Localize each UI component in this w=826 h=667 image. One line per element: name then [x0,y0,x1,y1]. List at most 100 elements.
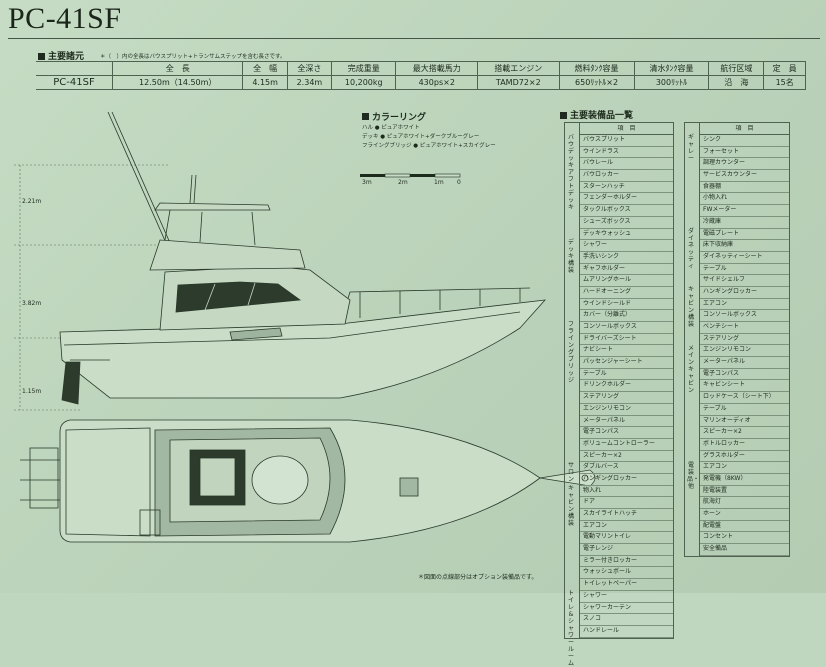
equipment-category-label: バウデッキ [567,134,574,169]
color-ring-hull: ハル ● ピュアホワイト [362,125,420,131]
equipment-heading: 主要装備品一覧 [560,108,633,121]
equipment-category-label: デッキ構装 [567,239,574,275]
equipment-item: ホーン [700,509,789,521]
color-ring-heading: カラーリング [362,112,496,124]
equipment-item: サイドシェルフ [700,275,789,287]
equipment-item: スカイライトハッチ [580,509,673,521]
equipment-item: コンソールボックス [700,310,789,322]
equipment-item: テーブル [700,264,789,276]
equipment-item: エンジンリモコン [580,404,673,416]
equipment-item: シューズボックス [580,217,673,229]
equipment-item: 安全備品 [700,544,789,556]
equipment-item: グラスホルダー [700,451,789,463]
equipment-table-left: 項 目バウスプリットウインドラスバウレールバウロッカースターンハッチフェンダーホ… [564,122,674,667]
equipment-item: ハンドレール [580,626,673,638]
equipment-item: ミラー付きロッカー [580,556,673,568]
equipment-item: エアコン [700,299,789,311]
equipment-item: 電子コンパス [580,427,673,439]
spec-value-cell: 12.50m（14.50m） [111,75,244,90]
equipment-item: メーターパネル [580,416,673,428]
dimension-label-middle: 3.82m [22,300,42,307]
equipment-item: ドライバーズシート [580,334,673,346]
spec-heading-label: 主要諸元 [48,52,85,62]
hull-side [59,299,547,399]
equipment-item: ムアリングホール [580,275,673,287]
equipment-item: ボリュームコントローラー [580,439,673,451]
color-ring-flybridge: フライングブリッジ ● ピュアホワイト+スカイグレー [362,143,496,149]
square-bullet-icon [38,53,45,60]
equipment-item: 発電機（8KW） [700,474,789,486]
equipment-item: ギャフホルダー [580,264,673,276]
equipment-item: 配電盤 [700,521,789,533]
equipment-item: デッキウォッシュ [580,229,673,241]
equipment-item: ダイネッティーシート [700,252,789,264]
equipment-item: ドア [580,497,673,509]
equipment-category-label: フライングブリッジ [567,321,574,385]
equipment-item: トイレットペーパー [580,579,673,591]
equipment-item: ダブルバース [580,462,673,474]
spec-value-cell: TAMD72×2 [477,75,560,90]
equipment-item: スノコ [580,614,673,626]
scale-label: 3m [362,179,372,186]
equipment-item: テーブル [700,404,789,416]
equipment-item: ドリンクホルダー [580,380,673,393]
spec-value-cell: 300ﾘｯﾄﾙ [633,75,710,90]
equipment-item: タックルボックス [580,205,673,217]
spec-value-row: PC-41SF 12.50m（14.50m） 4.15m 2.34m 10,20… [36,75,806,90]
color-ring-heading-label: カラーリング [372,113,427,123]
equipment-item: エアコン [700,462,789,474]
scale-label: 1m [434,179,444,186]
equipment-item: ベンチシート [700,322,789,334]
equipment-item: エンジンリモコン [700,345,789,358]
equipment-item: 陸電装置 [700,486,789,498]
equipment-item: ウインドシールド [580,299,673,311]
color-ring-deck: デッキ ● ピュアホワイト+ダークブルーグレー [362,134,480,140]
spec-table: 全 長 全 幅 全深さ 完成重量 最大搭載馬力 搭載エンジン 燃料ﾀﾝｸ容量 清… [36,61,806,90]
square-bullet-icon [560,112,567,119]
equipment-column-header: 項 目 [579,123,673,135]
equipment-item: シャワー [580,240,673,252]
scale-label: 0 [457,179,461,186]
equipment-category-label: ギャレー [687,134,694,162]
spec-heading: 主要諸元 [38,49,84,62]
equipment-item: ステアリング [580,392,673,404]
equipment-category-label: トイレ&シャワールーム [567,590,574,667]
footnote: ＊図面の点線部分はオプション装備品です。 [418,574,538,581]
equipment-item: 調理カウンター [700,158,789,171]
equipment-item: キャビンシート [700,380,789,393]
dimension-lines [14,164,168,411]
equipment-item: ハンギングロッカー [700,287,789,299]
equipment-item: ハードオーニング [580,287,673,299]
equipment-item: ステアリング [700,334,789,346]
equipment-column-header: 項 目 [699,123,789,135]
equipment-item: サービスカウンター [700,170,789,182]
spec-value-cell: 15名 [763,75,806,90]
equipment-category-label: キャビン構装 [567,485,574,527]
equipment-heading-label: 主要装備品一覧 [570,111,634,121]
equipment-item: フェンダーホルダー [580,193,673,206]
hardtop [154,202,271,211]
equipment-item: スピーカー×2 [580,451,673,463]
equipment-item: マリンオーディオ [700,416,789,428]
boat-drawing [14,111,596,543]
equipment-item: バウロッカー [580,170,673,182]
equipment-item: 手洗いシンク [580,252,673,264]
equipment-category-label: メインキャビン [687,344,694,394]
equipment-item: ウォッシュボール [580,567,673,580]
equipment-item: メーターパネル [700,357,789,369]
equipment-item: エアコン [580,521,673,533]
equipment-category-label: アフトデッキ [567,169,574,212]
equipment-item: フォーセット [700,147,789,159]
equipment-item: 電磁プレート [700,229,789,241]
spec-value-cell: 4.15m [242,75,288,90]
equipment-item: コンセント [700,532,789,545]
spec-value-cell: 沿 海 [708,75,765,90]
dimension-label-upper: 2.21m [22,198,42,205]
scale-bar-graphic [360,173,461,178]
equipment-item: 小物入れ [700,193,789,206]
equipment-item: ロッドケース（シート下） [700,392,789,404]
equipment-item: ボトルロッカー [700,439,789,451]
equipment-item: 電動マリントイレ [580,532,673,545]
page-title: PC-41SF [8,2,122,35]
